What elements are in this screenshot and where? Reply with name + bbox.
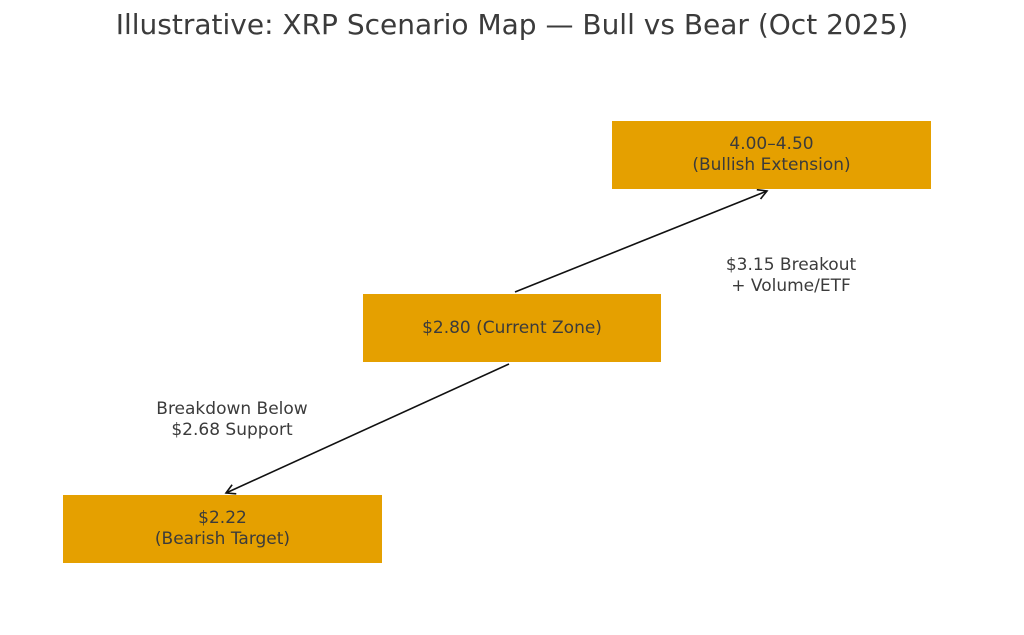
arrow-to-bear xyxy=(224,363,510,495)
bear-edge-label: Breakdown Below $2.68 Support xyxy=(112,399,352,441)
bull-edge-line2: + Volume/ETF xyxy=(731,276,851,296)
diagram-title: Illustrative: XRP Scenario Map — Bull vs… xyxy=(115,8,909,41)
bear-node: $2.22 (Bearish Target) xyxy=(63,495,382,563)
bear-node-caption: (Bearish Target) xyxy=(154,529,291,549)
bull-edge-line1: $3.15 Breakout xyxy=(725,255,857,275)
bull-node-caption: (Bullish Extension) xyxy=(692,155,851,175)
current-node: $2.80 (Current Zone) xyxy=(363,294,661,362)
bull-node-range: 4.00–4.50 xyxy=(729,134,814,154)
current-node-label: $2.80 (Current Zone) xyxy=(422,317,602,338)
bear-edge-line1: Breakdown Below xyxy=(156,399,308,419)
arrow-to-bull xyxy=(514,188,769,293)
bull-node: 4.00–4.50 (Bullish Extension) xyxy=(612,121,931,189)
bear-edge-line2: $2.68 Support xyxy=(171,420,293,440)
bull-edge-label: $3.15 Breakout + Volume/ETF xyxy=(671,255,911,297)
bear-node-price: $2.22 xyxy=(198,508,247,528)
